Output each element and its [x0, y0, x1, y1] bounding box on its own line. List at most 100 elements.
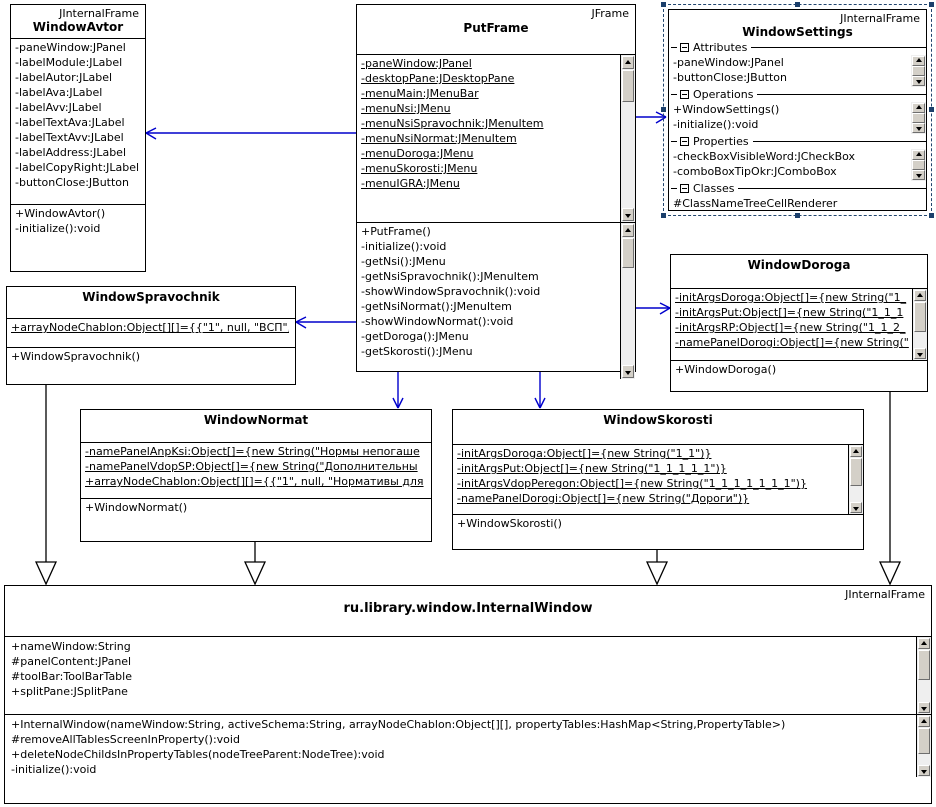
attribute-row: -paneWindow:JPanel	[361, 57, 472, 70]
scroll-up-button[interactable]	[912, 150, 925, 160]
generalization-windowspravochnik-internalwindow	[34, 385, 58, 586]
scroll-down-button[interactable]	[912, 76, 925, 86]
attributes-scrollbar[interactable]	[848, 445, 863, 514]
scroll-down-button[interactable]	[622, 208, 634, 221]
scroll-down-button[interactable]	[918, 702, 930, 713]
scroll-up-button[interactable]	[918, 638, 930, 649]
selection-handle[interactable]	[661, 107, 666, 112]
attributes-scrollbar[interactable]	[620, 55, 635, 222]
attributes-scrollbar[interactable]	[916, 637, 931, 714]
scrollbar-thumb[interactable]	[912, 160, 925, 170]
operations-scrollbar[interactable]	[916, 715, 931, 777]
scroll-up-button[interactable]	[918, 716, 930, 727]
class-header: JFrame PutFrame	[357, 5, 635, 55]
scroll-down-button[interactable]	[914, 348, 926, 359]
group-body-attributes: -paneWindow:JPanel -buttonClose:JButton	[669, 55, 926, 87]
selection-handle[interactable]	[661, 213, 666, 218]
collapse-minus-icon[interactable]	[680, 90, 689, 99]
class-name-label: WindowNormat	[203, 413, 309, 427]
class-box-windowavtor[interactable]: JInternalFrame WindowAvtor -paneWindow:J…	[10, 4, 149, 275]
selection-handle[interactable]	[795, 2, 800, 7]
scroll-up-button[interactable]	[850, 446, 862, 457]
collapse-minus-icon[interactable]	[680, 137, 689, 146]
group-scrollbar[interactable]	[911, 55, 926, 87]
scrollbar-thumb[interactable]	[622, 70, 634, 102]
class-box-windowskorosti[interactable]: WindowSkorosti -initArgsDoroga:Object[]=…	[452, 409, 867, 553]
group-scrollbar[interactable]	[911, 149, 926, 181]
attribute-row: -menuMain:JMenuBar	[361, 87, 479, 100]
attribute-row: #panelContent:JPanel	[11, 655, 132, 668]
operation-row: -initialize():void	[11, 763, 97, 776]
group-header-properties[interactable]: Properties	[669, 134, 926, 149]
scroll-up-button[interactable]	[912, 56, 925, 66]
operations-compartment: +WindowSkorosti()	[453, 515, 863, 533]
attribute-row: -menuDoroga:JMenu	[361, 147, 474, 160]
attribute-row: +nameWindow:String	[11, 640, 131, 653]
attributes-compartment: -paneWindow:JPanel -desktopPane:JDesktop…	[357, 55, 635, 223]
scrollbar-thumb[interactable]	[912, 113, 925, 123]
scroll-down-button[interactable]	[912, 123, 925, 133]
group-scrollbar[interactable]	[911, 102, 926, 134]
scroll-up-button[interactable]	[622, 56, 634, 69]
attributes-compartment: -namePanelAnpKsi:Object[]={new String("Н…	[81, 443, 431, 499]
scrollbar-thumb[interactable]	[622, 238, 634, 268]
group-rule	[757, 94, 926, 95]
attribute-row: -labelAva:JLabel	[15, 86, 103, 99]
generalization-windownormat-internalwindow	[243, 542, 267, 586]
attribute-row: +arrayNodeChablon:Object[][]={{"1", null…	[11, 321, 289, 334]
scroll-down-button[interactable]	[918, 765, 930, 776]
scrollbar-thumb[interactable]	[912, 66, 925, 76]
group-header-attributes[interactable]: Attributes	[669, 40, 926, 55]
scrollbar-thumb[interactable]	[914, 302, 926, 332]
group-label: Properties	[693, 135, 749, 148]
operation-row: #removeAllTablesScreenInProperty():void	[11, 733, 240, 746]
operation-row: +WindowDoroga()	[675, 363, 777, 376]
scrollbar-thumb[interactable]	[918, 728, 930, 754]
attributes-scrollbar[interactable]	[912, 289, 927, 360]
collapse-minus-icon[interactable]	[680, 184, 689, 193]
group-label: Attributes	[693, 41, 748, 54]
selection-handle[interactable]	[661, 2, 666, 7]
attribute-row: -paneWindow:JPanel	[673, 56, 784, 69]
scroll-down-button[interactable]	[912, 170, 925, 180]
selection-handle[interactable]	[929, 213, 934, 218]
attributes-compartment: -initArgsDoroga:Object[]={new String("1_…	[453, 445, 863, 515]
class-name-label: PutFrame	[463, 21, 529, 35]
attribute-row: -labelTextAva:JLabel	[15, 116, 125, 129]
group-header-classes[interactable]: Classes	[669, 181, 926, 196]
selection-handle[interactable]	[929, 2, 934, 7]
operation-row: +WindowAvtor()	[15, 207, 106, 220]
class-box-windownormat[interactable]: WindowNormat -namePanelAnpKsi:Object[]={…	[80, 409, 435, 545]
class-box-windowsettings[interactable]: JInternalFrame WindowSettings Attributes…	[668, 9, 927, 211]
group-dash	[671, 141, 677, 142]
stereotype-label: JInternalFrame	[59, 7, 139, 20]
scroll-down-button[interactable]	[622, 365, 634, 378]
selection-handle[interactable]	[929, 107, 934, 112]
selection-handle[interactable]	[795, 213, 800, 218]
scrollbar-thumb[interactable]	[918, 650, 930, 680]
scrollbar-thumb[interactable]	[850, 458, 862, 486]
scroll-up-button[interactable]	[912, 103, 925, 113]
scroll-up-button[interactable]	[622, 224, 634, 237]
operation-row: +WindowSkorosti()	[457, 517, 562, 530]
operations-scrollbar[interactable]	[620, 223, 635, 379]
operation-row: -getDoroga():JMenu	[361, 330, 469, 343]
class-header: WindowSkorosti	[453, 410, 863, 445]
class-name-label: WindowDoroga	[747, 258, 851, 272]
group-header-operations[interactable]: Operations	[669, 87, 926, 102]
attribute-row: -menuNsi:JMenu	[361, 102, 451, 115]
operation-row: +PutFrame()	[361, 225, 431, 238]
attribute-row: -namePanelDorogi:Object[]={new String("	[675, 336, 909, 349]
scroll-up-button[interactable]	[914, 290, 926, 301]
group-dash	[671, 47, 677, 48]
attribute-row: -initArgsRP:Object[]={new String("1_1_2_	[675, 321, 906, 334]
class-box-internalwindow[interactable]: JInternalFrame ru.library.window.Interna…	[4, 585, 932, 804]
class-name-label: WindowSkorosti	[603, 413, 713, 427]
scroll-down-button[interactable]	[850, 502, 862, 513]
class-box-windowspravochnik[interactable]: WindowSpravochnik +arrayNodeChablon:Obje…	[6, 286, 299, 388]
class-box-windowdoroga[interactable]: WindowDoroga -initArgsDoroga:Object[]={n…	[670, 254, 931, 395]
class-box-putframe[interactable]: JFrame PutFrame -paneWindow:JPanel -desk…	[356, 4, 639, 379]
attributes-compartment: -paneWindow:JPanel -labelModule:JLabel -…	[11, 39, 145, 205]
operations-compartment: +WindowDoroga()	[671, 361, 927, 379]
collapse-minus-icon[interactable]	[680, 43, 689, 52]
